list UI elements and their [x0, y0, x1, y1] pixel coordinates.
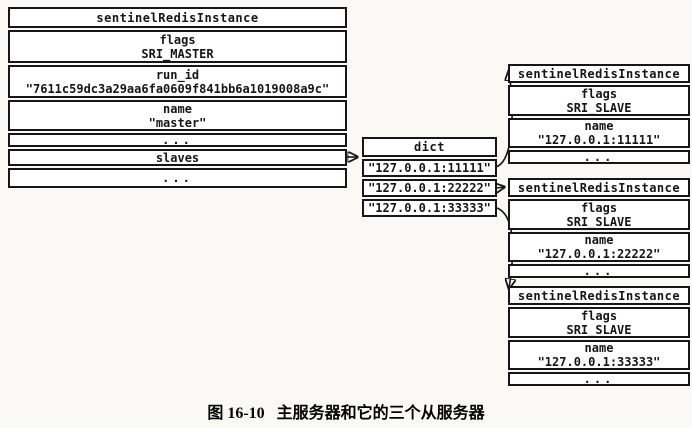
field-value: "127.0.0.1:11111": [537, 133, 661, 147]
field-name: name "127.0.0.1:22222": [508, 232, 690, 262]
table-title-label: sentinelRedisInstance: [517, 180, 681, 195]
field-label: flags: [580, 86, 618, 101]
field-label: name: [584, 233, 614, 247]
field-label: flags: [580, 200, 618, 215]
dict-entry-1: "127.0.0.1:11111": [362, 159, 497, 177]
field-name: name "127.0.0.1:11111": [508, 118, 690, 148]
field-label: name: [584, 119, 614, 133]
field-label: flags: [580, 308, 618, 323]
dict-key: "127.0.0.1:22222": [368, 181, 491, 195]
field-name: name "127.0.0.1:33333": [508, 340, 690, 370]
ellipsis-row: ...: [8, 133, 347, 147]
master-instance-table: sentinelRedisInstance flags SRI_MASTER r…: [8, 7, 347, 188]
field-slaves: slaves: [8, 149, 347, 166]
field-name: name "master": [8, 100, 347, 131]
dict-key: "127.0.0.1:11111": [368, 161, 491, 175]
field-value: SRI_SLAVE: [566, 322, 632, 337]
slaves-dict-table: dict "127.0.0.1:11111" "127.0.0.1:22222"…: [362, 137, 497, 217]
field-label: slaves: [155, 150, 200, 165]
field-value: SRI_MASTER: [141, 46, 214, 61]
table-title-label: dict: [414, 140, 445, 154]
ellipsis: ...: [162, 171, 193, 185]
field-run-id: run_id "7611c59dc3a29aa6fa0609f841bb6a10…: [8, 65, 347, 98]
field-value: "master": [148, 115, 207, 130]
ellipsis: ...: [583, 264, 615, 278]
table-title: sentinelRedisInstance: [8, 7, 347, 28]
ellipsis: ...: [162, 133, 193, 147]
figure-caption: 图 16-10 主服务器和它的三个从服务器: [207, 405, 485, 422]
ellipsis-row: ...: [508, 264, 690, 278]
field-flags: flags SRI_MASTER: [8, 30, 347, 63]
field-flags: flags SRI_SLAVE: [508, 307, 690, 338]
field-flags: flags SRI_SLAVE: [508, 199, 690, 230]
ellipsis: ...: [583, 372, 615, 386]
field-value: SRI_SLAVE: [566, 214, 632, 229]
field-label: run_id: [155, 67, 200, 82]
dict-entry-2: "127.0.0.1:22222": [362, 179, 497, 197]
field-value: "7611c59dc3a29aa6fa0609f841bb6a1019008a9…: [25, 81, 330, 96]
arrow-dict2-to-slave2: [497, 187, 504, 188]
table-title-label: sentinelRedisInstance: [517, 288, 681, 303]
field-value: SRI_SLAVE: [566, 100, 632, 115]
field-value: "127.0.0.1:22222": [537, 247, 661, 261]
ellipsis: ...: [583, 150, 615, 164]
field-label: flags: [159, 32, 196, 47]
slave3-instance-table: sentinelRedisInstance flags SRI_SLAVE na…: [508, 286, 690, 386]
table-title-label: sentinelRedisInstance: [96, 10, 259, 25]
field-value: "127.0.0.1:33333": [537, 355, 661, 369]
table-title: sentinelRedisInstance: [508, 178, 690, 197]
table-title: sentinelRedisInstance: [508, 64, 690, 83]
ellipsis-row: ...: [8, 168, 347, 188]
table-title: sentinelRedisInstance: [508, 286, 690, 305]
ellipsis-row: ...: [508, 150, 690, 164]
field-flags: flags SRI_SLAVE: [508, 85, 690, 116]
slave2-instance-table: sentinelRedisInstance flags SRI_SLAVE na…: [508, 178, 690, 278]
table-title-label: sentinelRedisInstance: [517, 66, 681, 81]
dict-key: "127.0.0.1:33333": [368, 201, 491, 215]
slave1-instance-table: sentinelRedisInstance flags SRI_SLAVE na…: [508, 64, 690, 164]
dict-entry-3: "127.0.0.1:33333": [362, 199, 497, 217]
field-label: name: [584, 341, 614, 355]
field-label: name: [163, 101, 192, 116]
table-title: dict: [362, 137, 497, 157]
ellipsis-row: ...: [508, 372, 690, 386]
